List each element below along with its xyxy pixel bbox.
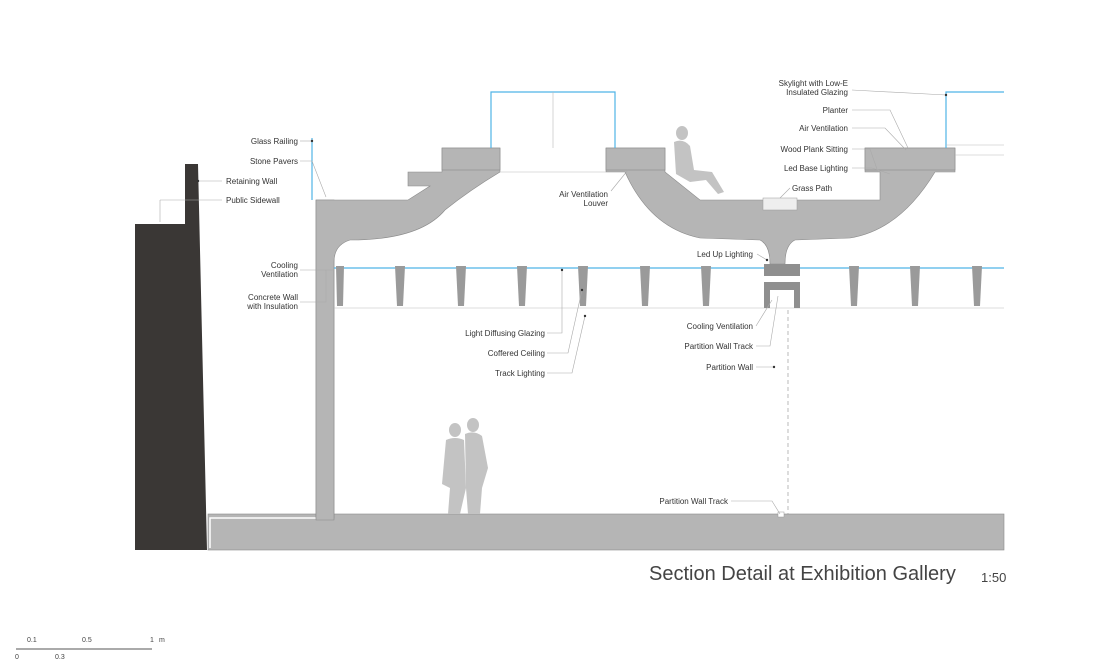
label-air-ventilation-louver-1: Air Ventilation — [559, 190, 608, 199]
scale-tick-0-5: 0.5 — [82, 637, 92, 644]
label-retaining-wall: Retaining Wall — [226, 177, 278, 186]
label-skylight-2: Insulated Glazing — [786, 88, 848, 97]
floor-slab — [207, 513, 1005, 551]
label-concrete-wall-1: Concrete Wall — [248, 293, 298, 302]
grass-path-mark — [762, 197, 798, 211]
retaining-wall — [135, 164, 207, 550]
planter-left — [441, 147, 501, 171]
label-air-ventilation: Air Ventilation — [799, 124, 848, 133]
label-air-ventilation-louver-2: Louver — [584, 199, 609, 208]
label-led-base: Led Base Lighting — [784, 164, 848, 173]
planter-center — [605, 147, 666, 171]
vent-block — [764, 264, 800, 276]
label-partition-wall: Partition Wall — [706, 363, 753, 372]
coffered-ceiling — [336, 266, 982, 306]
drawing-scale: 1:50 — [981, 570, 1007, 585]
label-partition-track-top: Partition Wall Track — [684, 342, 754, 351]
label-wood-plank: Wood Plank Sitting — [781, 145, 848, 154]
label-partition-track-bottom: Partition Wall Track — [659, 497, 729, 506]
label-stone-pavers: Stone Pavers — [250, 157, 298, 166]
leader-lines — [159, 89, 947, 515]
scale-tick-0-3: 0.3 — [55, 654, 65, 661]
label-planter: Planter — [823, 106, 849, 115]
label-public-sidewall: Public Sidewall — [226, 196, 280, 205]
label-led-up: Led Up Lighting — [697, 250, 753, 259]
label-cooling-ventilation-left-2: Ventilation — [261, 270, 298, 279]
scale-tick-0: 0 — [15, 654, 19, 661]
planter-right — [864, 147, 956, 171]
label-track-lighting: Track Lighting — [495, 369, 545, 378]
label-cooling-ventilation-left-1: Cooling — [271, 261, 298, 270]
seated-person-silhouette — [674, 126, 724, 194]
label-grass-path: Grass Path — [792, 184, 832, 193]
people-silhouettes — [442, 418, 488, 514]
skylight-right — [945, 91, 1004, 148]
partition-track-bottom-mark — [777, 511, 785, 518]
partition-track-housing — [764, 282, 800, 308]
label-concrete-wall-2: with Insulation — [246, 302, 298, 311]
label-coffered-ceiling: Coffered Ceiling — [488, 349, 545, 358]
drawing-title: Section Detail at Exhibition Gallery — [649, 563, 956, 585]
label-glass-railing: Glass Railing — [251, 137, 298, 146]
scale-tick-1: 1 — [150, 637, 154, 644]
label-cooling-ventilation-right: Cooling Ventilation — [687, 322, 753, 331]
scale-tick-0-1: 0.1 — [27, 637, 37, 644]
label-skylight-1: Skylight with Low-E — [779, 79, 848, 88]
leader-dots — [196, 93, 948, 369]
label-light-diffusing: Light Diffusing Glazing — [465, 329, 545, 338]
scale-unit: m — [159, 637, 165, 644]
